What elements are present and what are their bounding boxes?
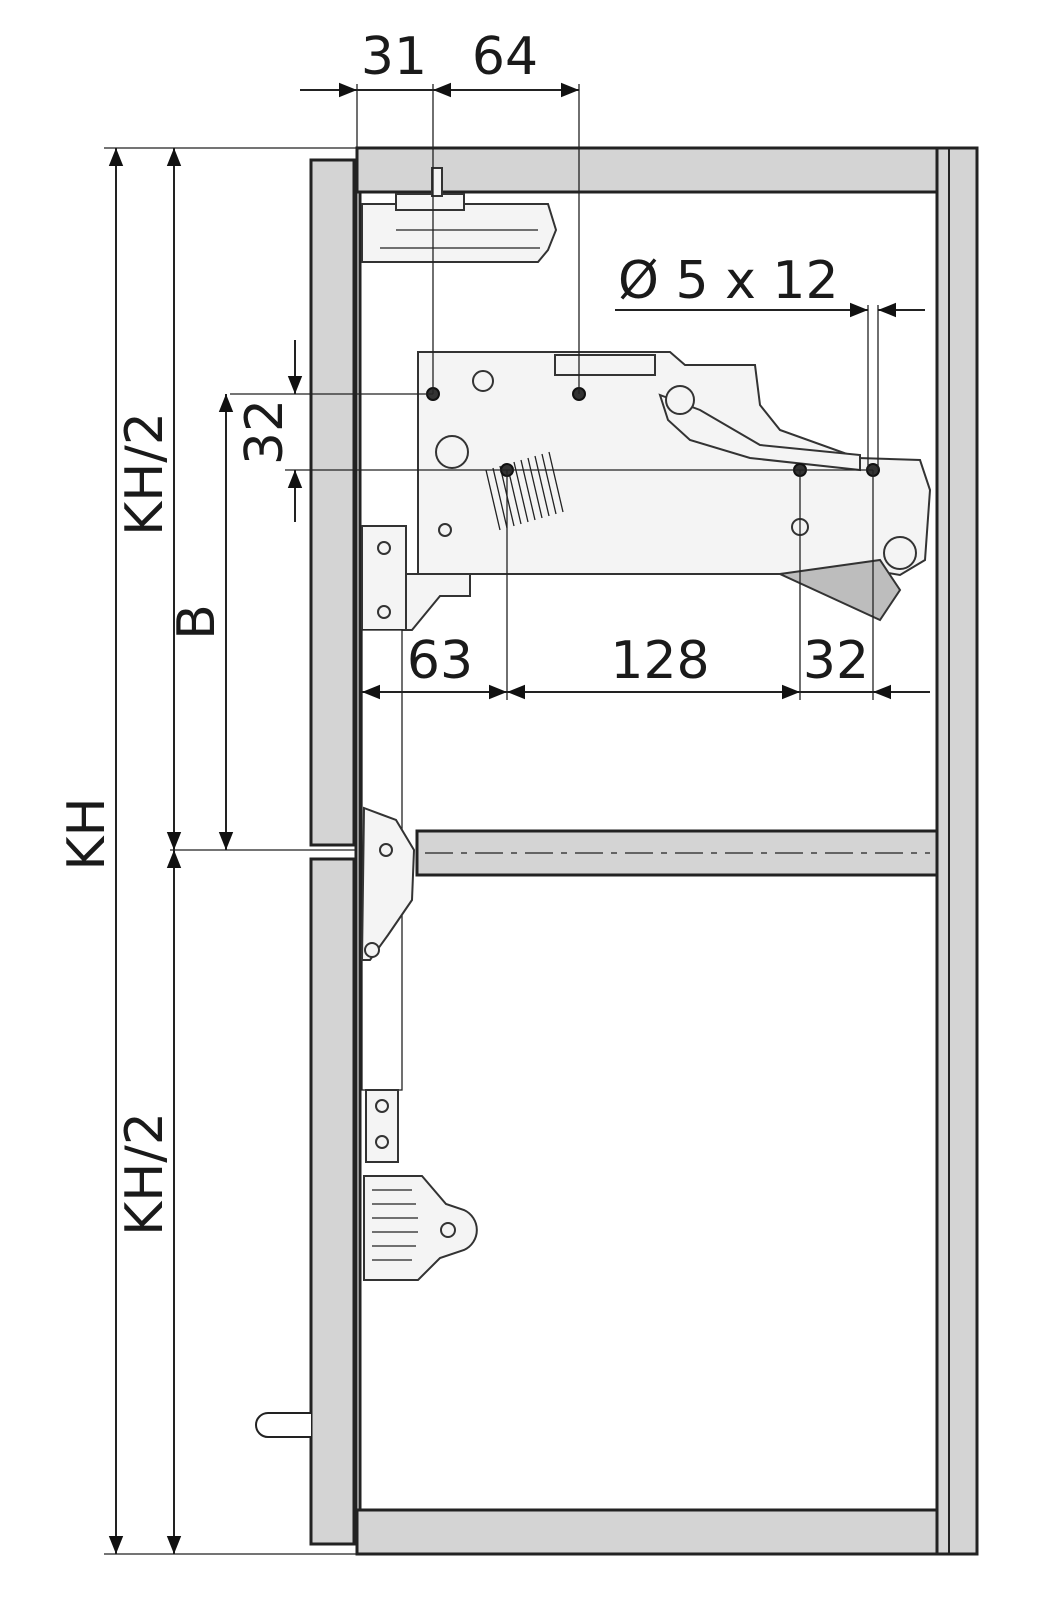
label-64: 64 [472,27,538,87]
upper-door [309,158,356,847]
label-63: 63 [407,631,473,691]
lower-door [309,857,356,1546]
label-kh: KH [57,797,117,870]
dimension-labels: 31 64 Ø 5 x 12 32 63 128 32 KH KH/2 KH/2… [57,27,869,1236]
label-32-vertical: 32 [235,399,295,465]
top-panel [355,146,939,194]
label-128: 128 [610,631,709,691]
catch-fitting [363,1175,478,1281]
label-hole-spec: Ø 5 x 12 [618,251,839,311]
lower-fittings [360,629,478,1281]
label-b: B [167,604,227,640]
cabinet-carcass [354,146,979,1556]
bottom-panel [355,1508,939,1556]
top-hinge [361,203,558,263]
extension-lines [104,84,879,1555]
label-kh-half-lower: KH/2 [115,1112,175,1236]
front-doors [255,158,356,1546]
label-32-bottom: 32 [803,631,869,691]
label-31: 31 [361,27,427,87]
back-panel [935,146,979,1556]
dimension-lines [108,82,930,1554]
side-panel [354,190,362,1512]
label-kh-half-upper: KH/2 [115,412,175,536]
lift-mechanism [361,167,932,631]
door-knob [255,1412,311,1438]
shelf-hinge [360,806,416,961]
